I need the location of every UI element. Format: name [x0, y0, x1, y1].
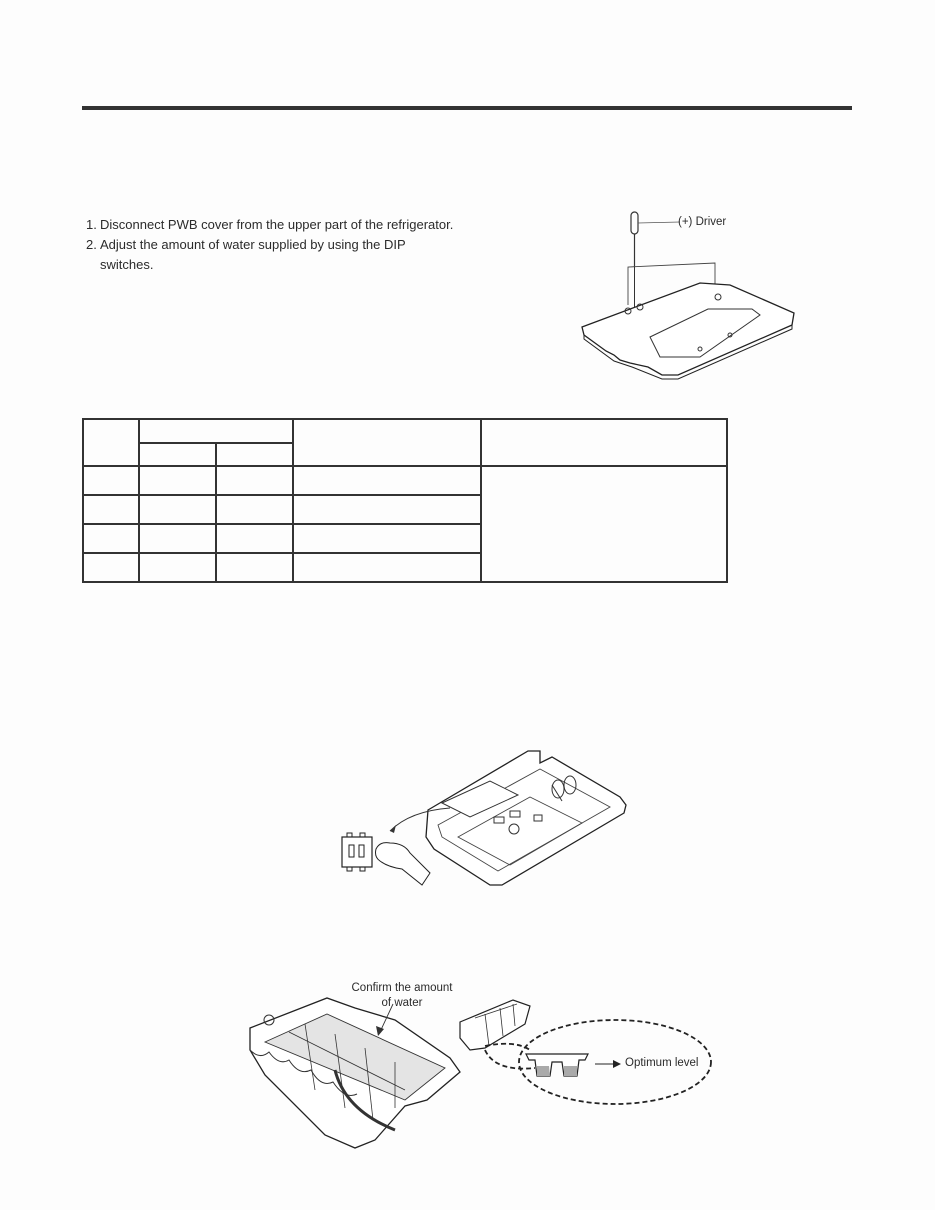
ice-tray-figure: Confirm the amount of water Optimum leve… [245, 980, 720, 1155]
dip-switch-figure [330, 745, 640, 890]
instruction-step-2: 2. Adjust the amount of water supplied b… [86, 237, 406, 272]
subheader-cell [215, 442, 294, 467]
pwb-box-drawing [341, 750, 627, 886]
confirm-water-label: Confirm the amount of water [351, 982, 453, 1009]
pwb-cover-drawing [581, 211, 795, 380]
pwb-cover-figure: (+) Driver [570, 205, 810, 385]
table-row [82, 494, 727, 525]
table-row [82, 465, 728, 583]
header-cell [480, 418, 728, 467]
instruction-list: 1. Disconnect PWB cover from the upper p… [86, 215, 466, 275]
dip-switch-table [82, 418, 728, 583]
optimum-level-label: Optimum level [625, 1057, 699, 1069]
section-top-rule [82, 106, 852, 110]
header-group-cell [138, 418, 294, 444]
instruction-step-1: 1. Disconnect PWB cover from the upper p… [86, 217, 454, 232]
header-cell [292, 418, 482, 467]
table-row [82, 523, 727, 554]
ice-tray-drawing [249, 997, 712, 1149]
table-header-row [82, 418, 728, 467]
header-cell [82, 418, 140, 467]
driver-label: (+) Driver [678, 216, 727, 228]
table-row [82, 552, 727, 583]
table-subheader-row [83, 442, 727, 467]
subheader-cell [138, 442, 217, 467]
merged-note-cell [480, 465, 728, 583]
